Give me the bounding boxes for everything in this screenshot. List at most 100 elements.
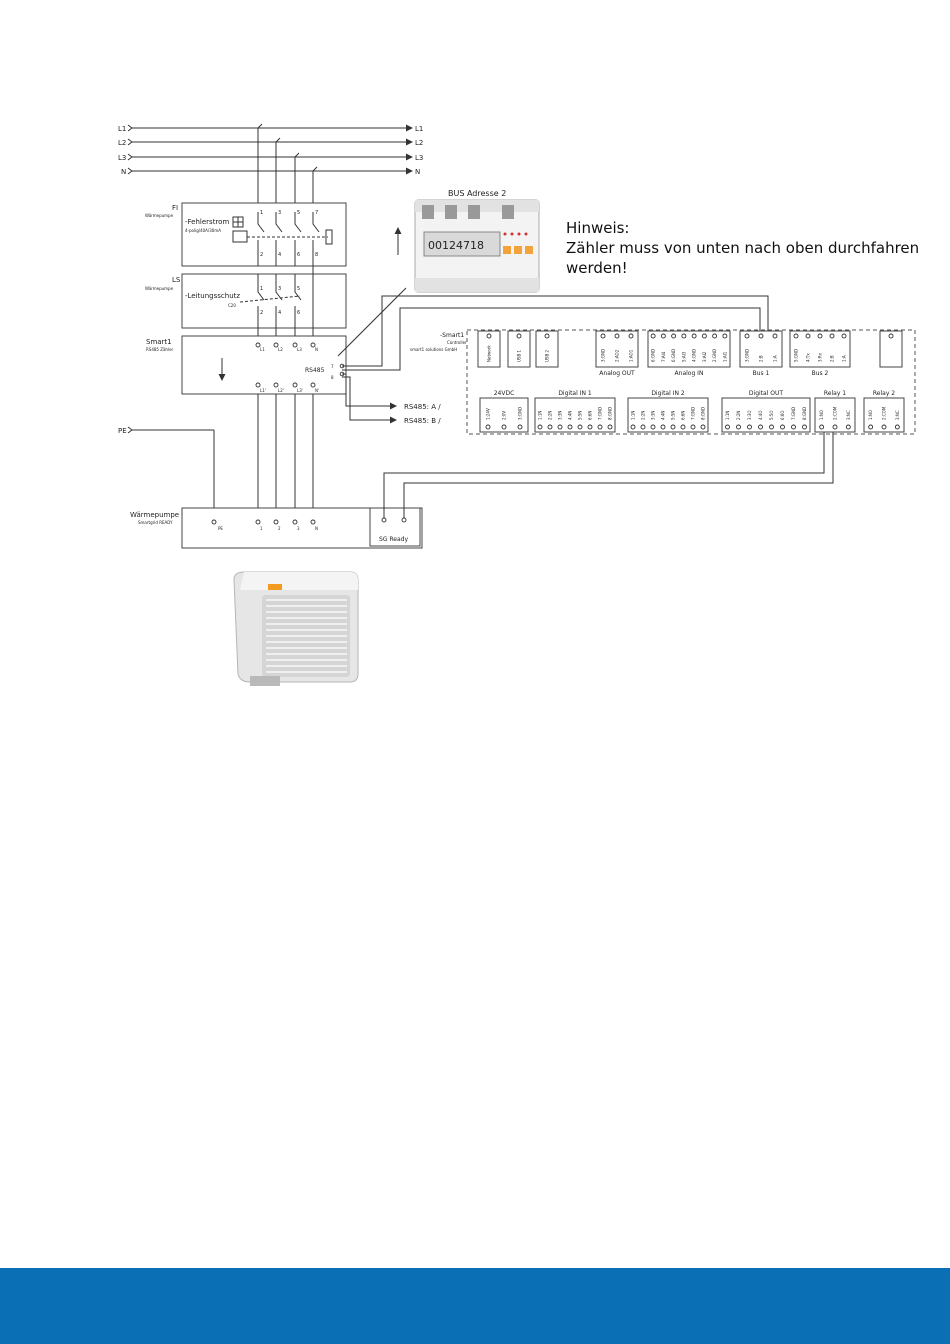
controller-terminal: [671, 333, 677, 339]
controller-terminal: [819, 424, 825, 430]
heatpump-box: Wärmepumpe Smartgrid READY PE 1 2 3 N SG…: [130, 427, 834, 549]
controller-pin-label: 1:1N: [725, 411, 730, 420]
controller-terminal: [485, 424, 491, 430]
controller-terminal: [628, 333, 634, 339]
controller-top-block: USB 1: [507, 330, 531, 368]
controller-terminal: [725, 424, 730, 430]
controller-terminal: [607, 424, 613, 430]
ls-term-6: 6: [297, 310, 300, 316]
controller-pin-label: 6:GND: [671, 349, 676, 362]
controller-terminal: [650, 424, 656, 430]
rs485-a-label: RS485: A /: [404, 403, 441, 411]
controller-terminal: [600, 333, 606, 339]
controller-pin-label: 1:24V: [486, 408, 491, 420]
controller-pin-label: 8:GND: [802, 407, 807, 420]
controller-terminal: [701, 333, 707, 339]
controller-pin-label: 4:4O: [758, 410, 763, 420]
controller-block-label: Analog IN: [675, 370, 704, 377]
controller-pin-label: Network: [487, 345, 492, 362]
meter-box-subtitle: RS485 Zähler: [146, 347, 174, 352]
controller-terminal: [881, 424, 887, 430]
controller-pin-label: 3:Rx: [818, 352, 823, 362]
controller-pin-label: 1:AO1: [629, 349, 634, 362]
controller-terminal: [670, 424, 676, 430]
bus-label-left-l2: L2: [118, 139, 126, 147]
meter-term-l2-out: L2': [278, 388, 284, 393]
controller-block-label: Relay 1: [824, 390, 846, 397]
controller-pin-label: 3:GND: [745, 349, 750, 362]
bus-label-left-n: N: [121, 168, 126, 176]
fi-term-8: 8: [315, 252, 318, 258]
ls-subtitle: Wärmepumpe: [145, 286, 174, 291]
pe-label: PE: [118, 427, 127, 435]
controller-subtitle-1: Controller: [447, 340, 467, 345]
controller-terminal: [660, 333, 666, 339]
controller-pin-label: 6:GND: [651, 349, 656, 362]
heatpump-subtitle: Smartgrid READY: [138, 520, 173, 525]
ls-device-label: -Leitungsschutz: [185, 292, 240, 300]
controller-pin-label: 2:0V: [502, 411, 507, 420]
controller: -Smart1 Controller smart1 solutions GmbH…: [410, 329, 916, 435]
meter-term-l1: L1: [260, 347, 265, 352]
ls-term-1: 1: [260, 286, 263, 292]
fi-term-2: 2: [260, 252, 263, 258]
bus-label-right-n: N: [415, 168, 420, 176]
fi-term-6: 6: [297, 252, 300, 258]
ls-box: LS Wärmepumpe -Leitungsschutz C20 1 3 5 …: [145, 266, 347, 336]
controller-block-label: Bus 2: [812, 370, 829, 377]
controller-terminal: [557, 424, 563, 430]
rs485-b-label: RS485: B /: [404, 417, 441, 425]
controller-terminal: [894, 424, 900, 430]
controller-pin-label: 2:B: [759, 355, 764, 362]
controller-terminal: [888, 333, 894, 339]
supply-bus: L1 L2 L3 N L1 L2 L3 N PE: [118, 123, 423, 522]
controller-terminal: [690, 424, 696, 430]
controller-terminal: [780, 424, 785, 430]
rs485-pin-8: 8: [331, 375, 334, 380]
controller-terminal: [772, 333, 778, 339]
heatpump-term-1: 1: [260, 526, 263, 531]
fi-term-1: 1: [260, 210, 263, 216]
meter-lcd-value: 00124718: [428, 239, 484, 252]
bus-label-right-l3: L3: [415, 154, 423, 162]
controller-pin-label: 7:GND: [691, 407, 696, 420]
controller-terminal: [517, 424, 523, 430]
rs485-pin-7: 7: [331, 364, 334, 369]
controller-terminal: [793, 333, 799, 339]
controller-pin-label: USB 1: [517, 350, 522, 362]
controller-terminal: [680, 424, 686, 430]
heatpump-term-n: N: [315, 526, 318, 531]
controller-pin-label: 3:GND: [601, 349, 606, 362]
controller-terminal: [744, 333, 750, 339]
hint-title: Hinweis:: [566, 219, 630, 237]
controller-pin-label: 2:AO2: [615, 349, 620, 362]
meter-box-title: Smart1: [146, 338, 172, 346]
controller-terminal: [712, 333, 718, 339]
controller-subtitle-2: smart1 solutions GmbH: [410, 347, 457, 352]
controller-pin-label: 5:5N: [578, 411, 583, 420]
controller-pin-label: 3:AI2: [702, 351, 707, 362]
controller-pin-label: 4:GND: [692, 349, 697, 362]
ls-term-3: 3: [278, 286, 281, 292]
controller-pin-label: 2:GND: [712, 349, 717, 362]
controller-pin-label: 1:NO: [868, 410, 873, 420]
controller-block-label: Bus 1: [753, 370, 770, 377]
controller-pin-label: 2:B: [830, 355, 835, 362]
controller-terminal: [758, 333, 764, 339]
controller-pin-label: 3:NC: [846, 410, 851, 420]
controller-terminal: [736, 424, 741, 430]
controller-pin-label: 1:NO: [819, 410, 824, 420]
controller-pin-label: 2:COM: [882, 406, 887, 420]
controller-terminal: [829, 333, 835, 339]
controller-terminal: [614, 333, 620, 339]
controller-terminal: [681, 333, 687, 339]
controller-pin-label: 1:1N: [631, 411, 636, 420]
controller-terminal: [650, 333, 656, 339]
controller-top-block: [879, 330, 903, 368]
controller-terminal: [758, 424, 763, 430]
controller-terminal: [537, 424, 543, 430]
